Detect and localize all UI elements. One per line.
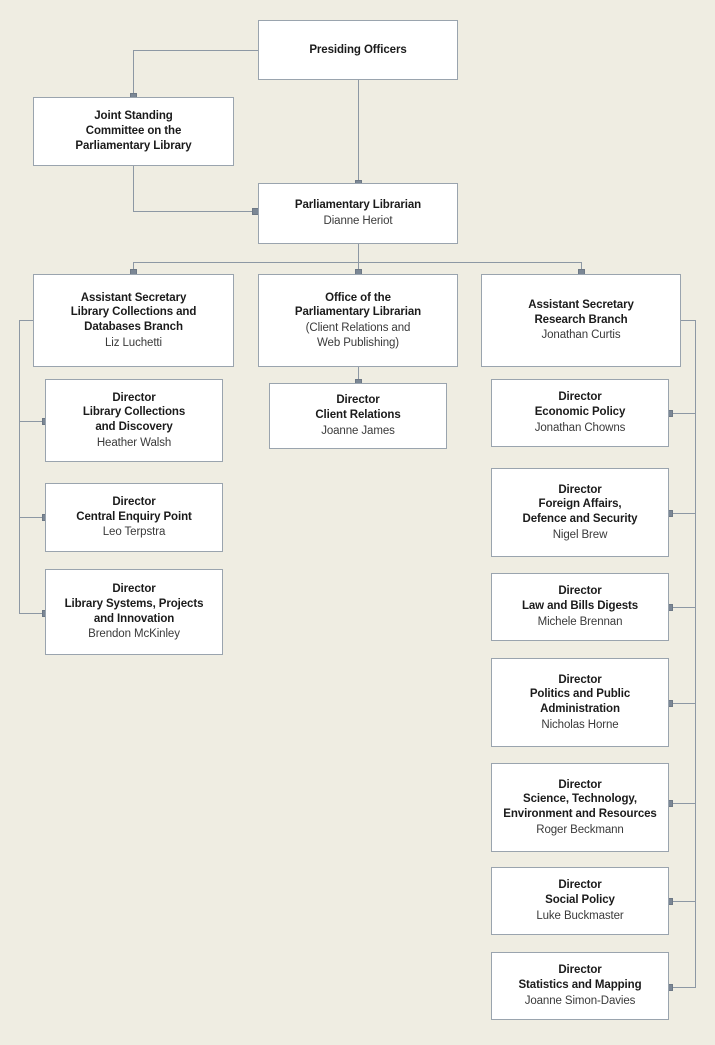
node-title-line-2: Foreign Affairs, [538,498,622,511]
connector-right-to-dir1 [673,413,696,414]
node-title-line-1: Director [112,583,156,596]
node-title-line-3: and Innovation [93,612,175,625]
node-assistant-secretary-library-collections[interactable]: Assistant Secretary Library Collections … [33,274,234,367]
node-person-name: Nicholas Horne [541,718,619,731]
connector-branch-bus [133,262,582,263]
node-title-line-1: Director [112,495,156,508]
node-title-line-3: Defence and Security [522,513,638,525]
node-person-name: Brendon McKinley [88,628,180,641]
node-person-name: Jonathan Curtis [541,329,621,342]
node-director-statistics-and-mapping[interactable]: Director Statistics and Mapping Joanne S… [491,952,669,1020]
connector-committee-to-librarian-h [133,211,259,212]
node-title-line-3: and Discovery [95,421,173,433]
node-assistant-secretary-research-branch[interactable]: Assistant Secretary Research Branch Jona… [481,274,681,367]
node-director-foreign-affairs-defence-and-security[interactable]: Director Foreign Affairs, Defence and Se… [491,468,669,557]
node-title-line-3: Databases Branch [84,321,183,333]
connector-librarian-down [358,244,359,262]
node-title-line-2: Client Relations [315,409,401,422]
node-title-line-2: Parliamentary Librarian [294,306,422,319]
node-title-line-2: Library Systems, Projects [64,597,204,610]
node-director-politics-and-public-administration[interactable]: Director Politics and Public Administrat… [491,658,669,747]
node-presiding-officers[interactable]: Presiding Officers [258,20,458,80]
connector-right-to-dir5 [673,803,696,804]
node-title-line-2: Law and Bills Digests [521,600,639,613]
node-person-name: Jonathan Chowns [534,421,626,434]
node-person-name: Nigel Brew [552,528,608,541]
node-title-line-1: Director [558,879,602,892]
connector-right-to-dir6 [673,901,696,902]
node-director-library-systems-projects-and-innovation[interactable]: Director Library Systems, Projects and I… [45,569,223,655]
node-title-line-2: Statistics and Mapping [518,979,642,992]
node-title-line-1: Office of the [325,291,391,304]
node-title-line-2: Politics and Public [529,688,631,701]
node-title-line-1: Director [336,394,380,407]
node-person-name: Roger Beckmann [536,823,624,836]
node-title-line-3: Parliamentary Library [75,139,192,152]
node-title-line-1: Assistant Secretary [80,291,187,304]
connector-left-to-dir1 [19,421,46,422]
node-title-line-3: Administration [540,703,620,715]
node-title-line-2: Library Collections and [70,306,197,319]
connector-presiding-to-librarian [358,80,359,183]
node-person-name: Liz Luchetti [105,336,162,349]
connector-left-branch-out [19,320,34,321]
connector-left-bus [19,320,20,613]
node-subtitle-line-2: Web Publishing) [316,336,400,349]
node-title-line-1: Director [558,391,602,404]
node-title-line-1: Assistant Secretary [528,298,634,311]
connector-right-to-dir4 [673,703,696,704]
node-title-line-2: Central Enquiry Point [76,510,192,523]
node-title-line-1: Director [112,391,156,404]
node-title-line-2: Science, Technology, [523,793,637,806]
node-title-line-3: Environment and Resources [503,808,657,820]
node-title-line-2: Library Collections [82,406,186,419]
connector-right-to-dir3 [673,607,696,608]
connector-bus-drop-mid [358,262,359,272]
node-person-name: Joanne James [321,424,395,437]
node-title-line-2: Social Policy [545,894,615,907]
node-title-line-1: Director [558,483,602,496]
connector-left-to-dir2 [19,517,46,518]
connector-right-bus [695,320,696,988]
node-title-line-1: Director [558,673,602,686]
node-person-name: Michele Brennan [537,615,623,628]
node-parliamentary-librarian[interactable]: Parliamentary Librarian Dianne Heriot [258,183,458,244]
connector-right-to-dir2 [673,513,696,514]
node-joint-standing-committee[interactable]: Joint Standing Committee on the Parliame… [33,97,234,166]
node-title-line-2: Committee on the [85,125,182,138]
node-director-central-enquiry-point[interactable]: Director Central Enquiry Point Leo Terps… [45,483,223,552]
node-title-line-1: Joint Standing [94,110,173,123]
node-person-name: Heather Walsh [96,436,172,449]
connector-presiding-to-committee-h [133,50,259,51]
connector-right-to-dir7 [673,987,696,988]
node-director-social-policy[interactable]: Director Social Policy Luke Buckmaster [491,867,669,935]
node-person-name: Dianne Heriot [323,215,393,227]
node-subtitle-line-1: (Client Relations and [305,322,411,334]
node-title-line-2: Research Branch [534,313,628,326]
node-person-name: Luke Buckmaster [536,909,624,922]
connector-presiding-to-committee-v [133,50,134,96]
connector-bus-drop-left [133,262,134,272]
node-director-library-collections-and-discovery[interactable]: Director Library Collections and Discove… [45,379,223,462]
connector-right-branch-out [681,320,696,321]
node-title: Presiding Officers [309,43,407,56]
connector-bus-drop-right [581,262,582,272]
node-office-of-parliamentary-librarian[interactable]: Office of the Parliamentary Librarian (C… [258,274,458,367]
node-title-line-2: Economic Policy [534,406,626,419]
node-person-name: Leo Terpstra [102,526,166,539]
node-director-science-technology-environment-and-resources[interactable]: Director Science, Technology, Environmen… [491,763,669,852]
node-person-name: Joanne Simon-Davies [524,994,636,1007]
connector-committee-to-librarian-v [133,166,134,211]
connector-office-to-client-relations [358,367,359,383]
node-title-line-1: Director [558,964,602,977]
node-director-economic-policy[interactable]: Director Economic Policy Jonathan Chowns [491,379,669,447]
node-director-client-relations[interactable]: Director Client Relations Joanne James [269,383,447,449]
node-director-law-and-bills-digests[interactable]: Director Law and Bills Digests Michele B… [491,573,669,641]
connector-left-to-dir3 [19,613,46,614]
node-title: Parliamentary Librarian [294,199,422,212]
node-title-line-1: Director [558,585,602,598]
node-title-line-1: Director [558,778,602,791]
